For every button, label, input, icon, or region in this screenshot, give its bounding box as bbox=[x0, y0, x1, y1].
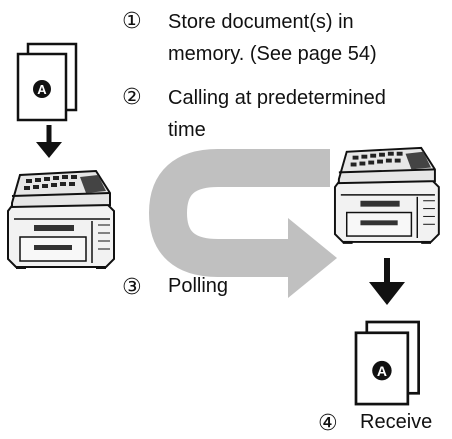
step-2-text-line-1: Calling at predetermined bbox=[168, 87, 386, 109]
sender-document-stack-icon bbox=[16, 42, 78, 122]
receiver-document-stack-icon bbox=[354, 320, 420, 406]
step-3-text: Polling bbox=[168, 275, 229, 297]
sender-fax-machine-icon bbox=[7, 170, 115, 270]
step-1-marker: ① bbox=[122, 9, 142, 34]
step-4-marker: ④ bbox=[318, 411, 338, 436]
step-4-text: Receive bbox=[360, 411, 433, 433]
receiver-fax-machine-icon bbox=[333, 146, 440, 245]
step-3-marker: ③ bbox=[122, 275, 142, 300]
step-1-text-line-2: memory. (See page 54) bbox=[168, 43, 377, 65]
down-arrow-icon bbox=[369, 258, 405, 305]
step-1-text-line-1: Store document(s) in bbox=[168, 11, 354, 33]
step-2-text-line-2: time bbox=[168, 119, 206, 141]
curved-transfer-arrow-icon bbox=[148, 149, 337, 298]
down-arrow-icon bbox=[36, 125, 62, 158]
step-2-marker: ② bbox=[122, 85, 142, 110]
